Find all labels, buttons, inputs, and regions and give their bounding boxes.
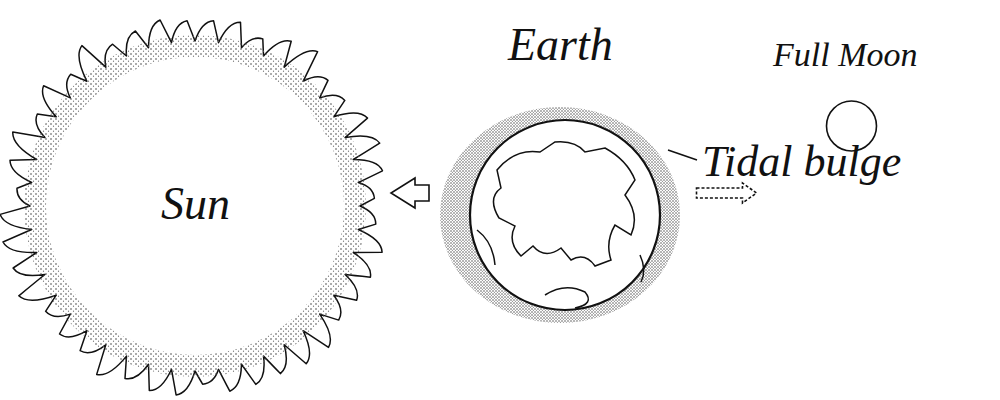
moon-node: Full Moon [768, 36, 923, 154]
node-label: Earth [508, 20, 613, 71]
sun-disc [47, 58, 343, 354]
sun-corona [35, 46, 355, 366]
sun-node: Sun [5, 8, 385, 388]
leader-line [668, 150, 697, 160]
tidal-bulge [440, 107, 680, 323]
continent [545, 288, 588, 308]
callout-label: Tidal bulge [702, 138, 901, 186]
earth-node: Earth [435, 20, 685, 350]
node-label: Full Moon [773, 36, 917, 73]
node-label: Sun [161, 179, 230, 230]
earth-globe [470, 120, 660, 310]
continent [493, 142, 635, 266]
pull-arrow [391, 178, 429, 208]
continent [640, 255, 644, 282]
continent [477, 230, 495, 265]
sun-flames [0, 20, 382, 395]
